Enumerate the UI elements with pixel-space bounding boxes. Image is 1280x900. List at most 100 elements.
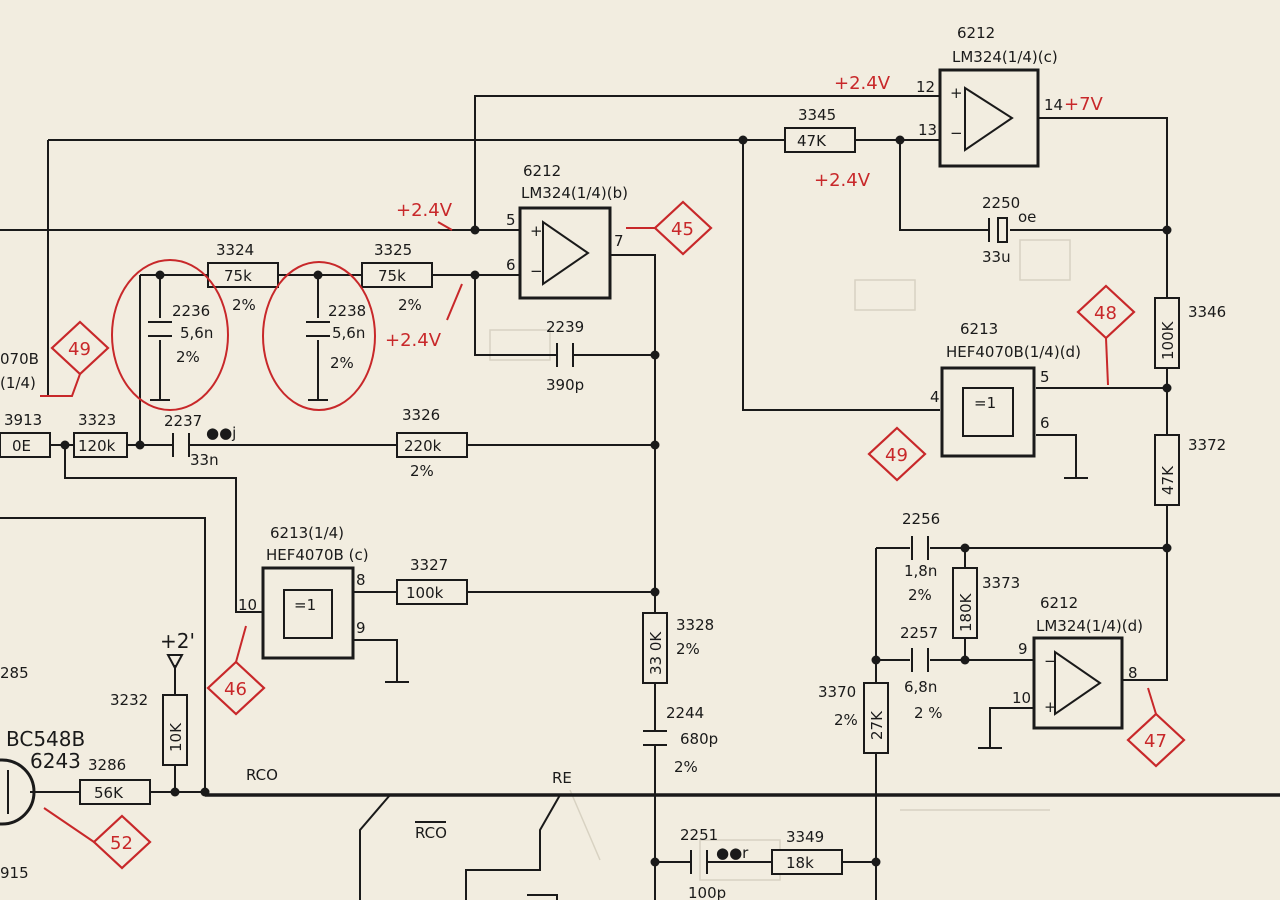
r3349-ref: 3349 bbox=[786, 828, 824, 846]
svg-text:49: 49 bbox=[68, 339, 91, 360]
r3370-value: 27K bbox=[868, 710, 886, 740]
voltage-opamp-c-in: +2.4V bbox=[834, 73, 891, 94]
voltage-opamp-c-out: +7V bbox=[1064, 94, 1104, 115]
r3325-tol: 2% bbox=[398, 296, 422, 314]
r3327-ref: 3327 bbox=[410, 556, 448, 574]
edge-label-915: 915 bbox=[0, 864, 29, 882]
c2237-value: 33n bbox=[190, 451, 219, 469]
opamp-d-pin10: 10 bbox=[1012, 689, 1031, 707]
r3323-value: 120k bbox=[78, 437, 116, 455]
xor-gate-d-pin4: 4 bbox=[930, 388, 940, 406]
c2244-value: 680p bbox=[680, 730, 718, 748]
opamp-b-ref: 6212 bbox=[523, 162, 561, 180]
r3326-tol: 2% bbox=[410, 462, 434, 480]
ground-lines bbox=[385, 477, 1088, 749]
c2257-tol: 2 % bbox=[914, 704, 943, 722]
c2250-ref: 2250 bbox=[982, 194, 1020, 212]
r3328-ref: 3328 bbox=[676, 616, 714, 634]
xor-gate-c-type: HEF4070B (c) bbox=[266, 546, 369, 564]
c2250-value: 33u bbox=[982, 248, 1011, 266]
svg-text:+: + bbox=[1044, 698, 1057, 716]
r3346-ref: 3346 bbox=[1188, 303, 1226, 321]
c2238-tol: 2% bbox=[330, 354, 354, 372]
xor-gate-c: =1 6213(1/4) HEF4070B (c) 10 8 9 bbox=[238, 524, 369, 660]
xor-gate-c-symbol: =1 bbox=[294, 596, 316, 614]
opamp-c-type: LM324(1/4)(c) bbox=[952, 48, 1058, 66]
capacitors: 2236 5,6n 2% 2238 5,6n 2% 2239 390p 2237… bbox=[148, 194, 1036, 900]
c2256-value: 1,8n bbox=[904, 562, 937, 580]
r3232-value: 10K bbox=[167, 722, 185, 752]
r3913-value: 0E bbox=[12, 437, 31, 455]
c2239-value: 390p bbox=[546, 376, 584, 394]
supply-plus2: +2' bbox=[160, 629, 195, 671]
edge-label-quarter: (1/4) bbox=[0, 374, 36, 392]
edge-label-070b: 070B bbox=[0, 350, 39, 368]
xor-gate-d-symbol: =1 bbox=[974, 394, 996, 412]
opamp-d: − + 6212 LM324(1/4)(d) 9 10 8 bbox=[1012, 594, 1143, 730]
opamp-d-pin9: 9 bbox=[1018, 640, 1028, 658]
opamp-c-pin12: 12 bbox=[916, 78, 935, 96]
c2251-mark: ●●r bbox=[716, 844, 749, 862]
xor-gate-d-type: HEF4070B(1/4)(d) bbox=[946, 343, 1081, 361]
opamp-c: + − 6212 LM324(1/4)(c) 12 13 14 bbox=[916, 24, 1063, 168]
edge-label-285: 285 bbox=[0, 664, 29, 682]
svg-text:−: − bbox=[1044, 652, 1057, 670]
opamp-c-ref: 6212 bbox=[957, 24, 995, 42]
r3328-tol: 2% bbox=[676, 640, 700, 658]
r3326-value: 220k bbox=[404, 437, 442, 455]
wiring bbox=[0, 95, 1280, 900]
r3325-ref: 3325 bbox=[374, 241, 412, 259]
c2239-ref: 2239 bbox=[546, 318, 584, 336]
c2238-value: 5,6n bbox=[332, 324, 365, 342]
r3913-ref: 3913 bbox=[4, 411, 42, 429]
c2257-value: 6,8n bbox=[904, 678, 937, 696]
r3373-ref: 3373 bbox=[982, 574, 1020, 592]
voltage-opamp-b-inv: +2.4V bbox=[385, 330, 442, 351]
xor-gate-c-pin10: 10 bbox=[238, 596, 257, 614]
transistor-bc548b: BC548B 6243 bbox=[0, 727, 85, 826]
net-rco-bar: RCO bbox=[415, 824, 447, 842]
c2256-tol: 2% bbox=[908, 586, 932, 604]
svg-text:46: 46 bbox=[224, 679, 247, 700]
c2237-ref: 2237 bbox=[164, 412, 202, 430]
opamp-c-pin14: 14 bbox=[1044, 96, 1063, 114]
r3328-value: 33 0K bbox=[647, 631, 665, 675]
r3373-value: 180K bbox=[957, 592, 975, 632]
r3323-ref: 3323 bbox=[78, 411, 116, 429]
c2256-ref: 2256 bbox=[902, 510, 940, 528]
c2251-value: 100p bbox=[688, 884, 726, 900]
r3324-value: 75k bbox=[224, 267, 252, 285]
svg-text:45: 45 bbox=[671, 219, 694, 240]
voltage-opamp-b-in: +2.4V bbox=[396, 200, 453, 221]
r3346-value: 100K bbox=[1159, 320, 1177, 360]
r3324-tol: 2% bbox=[232, 296, 256, 314]
svg-text:49: 49 bbox=[885, 445, 908, 466]
svg-text:−: − bbox=[530, 262, 543, 280]
opamp-d-type: LM324(1/4)(d) bbox=[1036, 617, 1143, 635]
opamp-d-pin8: 8 bbox=[1128, 664, 1138, 682]
c2244-ref: 2244 bbox=[666, 704, 704, 722]
svg-text:+: + bbox=[530, 222, 543, 240]
c2250-mark: oe bbox=[1018, 208, 1036, 226]
transistor-ref: 6243 bbox=[30, 749, 81, 773]
xor-gate-c-pin9: 9 bbox=[356, 619, 366, 637]
marker-45: 45 bbox=[626, 200, 713, 256]
r3370-tol: 2% bbox=[834, 711, 858, 729]
r3372-ref: 3372 bbox=[1188, 436, 1226, 454]
red-annotations: +2.4V +7V +2.4V +2.4V +2.4V 49 45 48 49 bbox=[40, 73, 1186, 870]
xor-gate-d-pin6: 6 bbox=[1040, 414, 1050, 432]
c2244-tol: 2% bbox=[674, 758, 698, 776]
r3349-value: 18k bbox=[786, 854, 814, 872]
transistor-type: BC548B bbox=[6, 727, 85, 751]
r3232-ref: 3232 bbox=[110, 691, 148, 709]
svg-text:+: + bbox=[950, 84, 963, 102]
c2237-mark: ●●j bbox=[206, 424, 236, 442]
supply-label: +2' bbox=[160, 629, 195, 653]
opamp-d-ref: 6212 bbox=[1040, 594, 1078, 612]
r3325-value: 75k bbox=[378, 267, 406, 285]
opamp-b-pin6: 6 bbox=[506, 256, 516, 274]
svg-text:47: 47 bbox=[1144, 731, 1167, 752]
r3345-value: 47K bbox=[797, 132, 827, 150]
r3372-value: 47K bbox=[1159, 465, 1177, 495]
svg-text:48: 48 bbox=[1094, 303, 1117, 324]
